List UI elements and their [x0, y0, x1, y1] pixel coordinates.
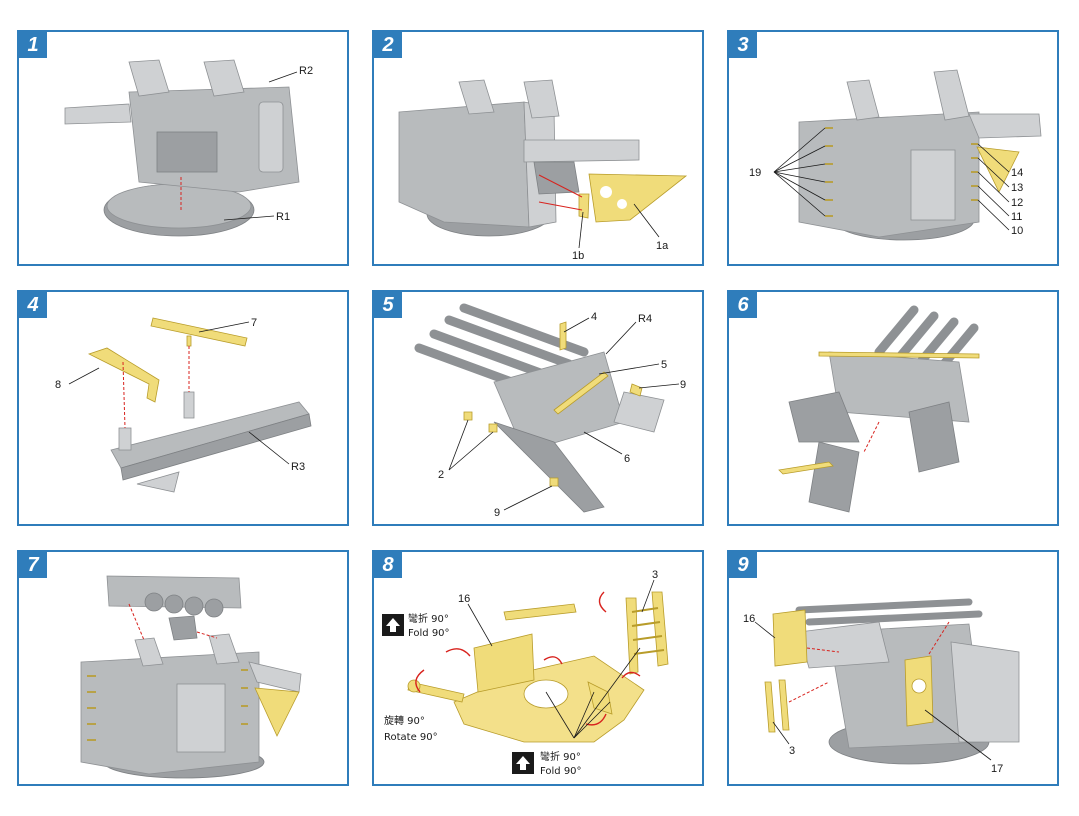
fold-icon-1: [382, 614, 404, 636]
note-rotate-en: Rotate 90°: [384, 732, 438, 743]
step-panel-5: 5 4 R4 5 9 2 6 9: [372, 290, 704, 526]
pe-ladder-3: [625, 591, 669, 675]
step-7-illustration: [80, 575, 302, 779]
step-panel-8: 8: [372, 550, 704, 786]
label-1b: 1b: [572, 250, 584, 262]
step-number: 6: [729, 292, 757, 318]
label-4: 4: [591, 311, 597, 323]
step-number: 5: [374, 292, 402, 318]
step-panel-9: 9 16 3 17: [727, 550, 1059, 786]
pe-bracket-1b: [578, 193, 590, 219]
label-r2: R2: [299, 65, 313, 77]
step-4-illustration: 7 8 R3: [55, 317, 312, 493]
label-r1: R1: [276, 211, 290, 223]
pe-handles-19: [825, 127, 978, 217]
pe-plate-16: [473, 633, 535, 693]
label-5: 5: [661, 359, 667, 371]
label-3: 3: [652, 569, 658, 581]
step-5-illustration: 4 R4 5 9 2 6 9: [414, 303, 686, 519]
step-panel-1: 1 R2 R1: [17, 30, 349, 266]
label-8: 8: [55, 379, 61, 391]
note-fold-en-1: Fold 90°: [408, 628, 450, 639]
step-number: 7: [19, 552, 47, 578]
note-fold-en-2: Fold 90°: [540, 766, 582, 777]
label-17: 17: [991, 763, 1003, 775]
note-rotate-cn: 旋轉 90°: [384, 714, 425, 727]
label-11: 11: [1011, 211, 1022, 223]
step-panel-3: 3 19 14 13 12 11 10: [727, 30, 1059, 266]
note-fold-cn-1: 彎折 90°: [408, 612, 449, 625]
step-number: 9: [729, 552, 757, 578]
pe-part-8: [87, 347, 160, 403]
step-panel-7: 7: [17, 550, 349, 786]
label-1a: 1a: [656, 240, 669, 252]
step-9-illustration: 16 3 17: [743, 598, 1020, 775]
label-r4: R4: [638, 313, 652, 325]
pe-bracket-1a: [588, 173, 688, 223]
step-number: 1: [19, 32, 47, 58]
label-9b: 9: [494, 507, 500, 519]
label-14: 14: [1011, 167, 1023, 179]
step-8-illustration: 16 3 彎折 90° Fold 90° 旋轉 90° Rotate 90° 彎…: [382, 569, 669, 777]
step-2-illustration: 1b 1a: [398, 79, 688, 262]
label-19: 19: [749, 167, 761, 179]
label-9a: 9: [680, 379, 686, 391]
label-6: 6: [624, 453, 630, 465]
label-13: 13: [1011, 182, 1023, 194]
step-panel-2: 2 1b 1a: [372, 30, 704, 266]
step-6-illustration: [778, 305, 980, 513]
label-10: 10: [1011, 225, 1023, 237]
label-3: 3: [789, 745, 795, 757]
note-fold-cn-2: 彎折 90°: [540, 750, 581, 763]
step-number: 2: [374, 32, 402, 58]
step-panel-6: 6: [727, 290, 1059, 526]
step-number: 8: [374, 552, 402, 578]
label-16: 16: [458, 593, 470, 605]
label-2: 2: [438, 469, 444, 481]
label-16: 16: [743, 613, 755, 625]
step-3-illustration: 19 14 13 12 11 10: [749, 69, 1042, 241]
label-7: 7: [251, 317, 257, 329]
step-1-illustration: R2 R1: [64, 59, 313, 237]
step-number: 3: [729, 32, 757, 58]
pe-plate-16: [772, 609, 808, 667]
label-12: 12: [1011, 197, 1023, 209]
step-number: 4: [19, 292, 47, 318]
mount-body: [398, 101, 530, 228]
fold-icon-2: [512, 752, 534, 774]
pe-ladder-3: [764, 679, 790, 733]
label-r3: R3: [291, 461, 305, 473]
step-panel-4: 4 7 8 R3: [17, 290, 349, 526]
